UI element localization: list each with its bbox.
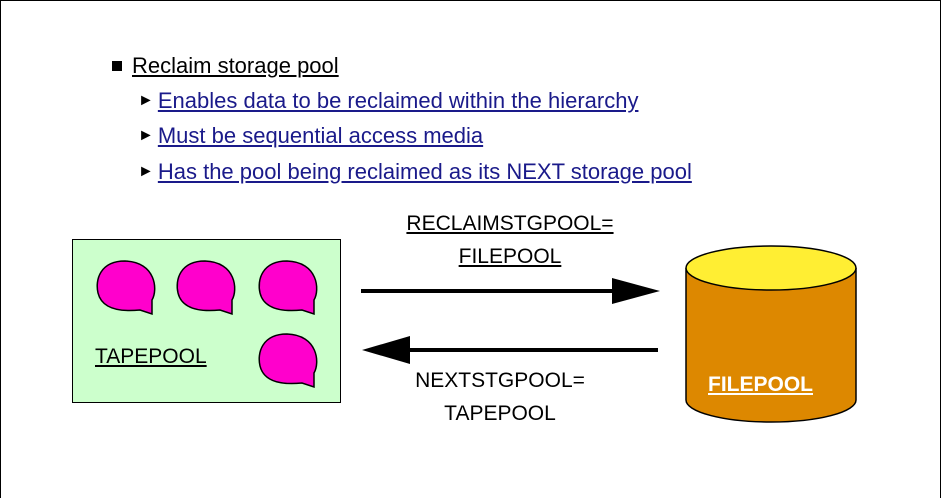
triangle-bullet-icon: ►	[138, 163, 154, 180]
tape-cartridge-icon	[258, 260, 318, 316]
filepool-cylinder	[685, 245, 857, 423]
tape-cartridge-icon	[176, 260, 236, 316]
heading-text: Reclaim storage pool	[132, 53, 339, 78]
filepool-label: FILEPOOL	[708, 373, 813, 396]
tape-cartridge-icon	[96, 260, 156, 316]
triangle-bullet-icon: ►	[138, 127, 154, 144]
heading: Reclaim storage pool	[112, 53, 339, 79]
bullet-item-3[interactable]: ► Has the pool being reclaimed as its NE…	[138, 159, 692, 185]
bullet-item-2[interactable]: ► Must be sequential access media	[138, 123, 483, 149]
tapepool-label: TAPEPOOL	[95, 345, 207, 368]
next-label-line2: TAPEPOOL	[444, 402, 556, 425]
next-arrow	[362, 336, 658, 364]
square-bullet-icon	[112, 61, 122, 71]
reclaim-label-line1: RECLAIMSTGPOOL=	[406, 212, 614, 235]
bullet-text-3[interactable]: Has the pool being reclaimed as its NEXT…	[157, 159, 692, 184]
bullet-item-1[interactable]: ► Enables data to be reclaimed within th…	[138, 88, 638, 114]
bullet-text-2[interactable]: Must be sequential access media	[157, 123, 484, 148]
triangle-bullet-icon: ►	[138, 92, 154, 109]
reclaim-label-line2: FILEPOOL	[458, 245, 562, 268]
bullet-text-1[interactable]: Enables data to be reclaimed within the …	[157, 88, 639, 113]
next-label-line1: NEXTSTGPOOL=	[415, 369, 585, 392]
tape-cartridge-icon	[258, 333, 318, 389]
reclaim-arrow	[361, 278, 660, 304]
